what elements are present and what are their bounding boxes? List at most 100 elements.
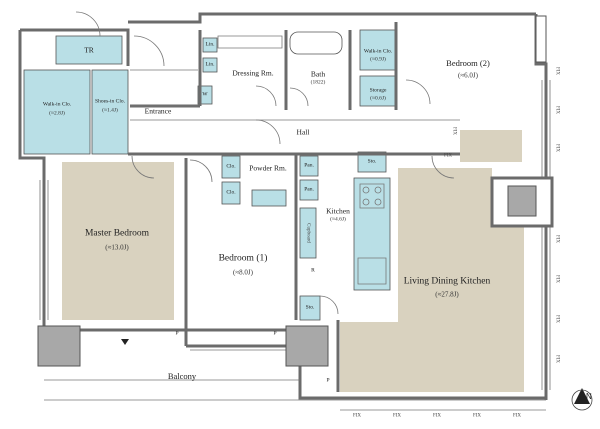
lin-label-1: Lin. [205, 41, 215, 48]
compass-icon [574, 388, 590, 404]
bath-label: Bath [310, 69, 326, 79]
walkin-master-size: (≈2.8J) [49, 110, 65, 117]
fix-label-right-7: FIX [554, 354, 560, 364]
north-label: N [586, 392, 592, 401]
p-label-1: P [175, 330, 179, 337]
tr-label: TR [84, 45, 94, 55]
closet-areas [23, 29, 397, 321]
fix-label-ldk: FIX [443, 153, 453, 159]
fix-label-right-5: FIX [554, 274, 560, 284]
hall-label: Hall [296, 127, 310, 137]
window-right [541, 80, 551, 390]
shoesin-label: Shoes-in Clo. [95, 98, 125, 105]
columns [37, 15, 554, 367]
storage-b2 [359, 75, 397, 107]
bedroom2-size: (≈6.0J) [458, 71, 478, 80]
clo-label-1: Clo. [226, 163, 236, 170]
window-master [39, 180, 49, 320]
storage-label: Storage [369, 87, 387, 94]
shoesin-closet [91, 69, 129, 155]
master-bedroom-label: Master Bedroom [84, 228, 150, 239]
bedroom1-size: (≈8.0J) [233, 268, 253, 277]
walkin-b2 [359, 29, 397, 71]
master-bedroom-size: (≈13.0J) [105, 243, 129, 252]
lin-label-2: Lin. [205, 61, 215, 68]
ldk-carpet [340, 168, 524, 392]
outer-wall-left [18, 30, 46, 330]
dressing-label: Dressing Rm. [232, 68, 274, 78]
entrance-step [130, 69, 198, 107]
hall-wall-upper [130, 22, 398, 110]
bedroom1-walls [184, 158, 296, 348]
clo-1 [221, 155, 241, 179]
lin-2 [202, 57, 218, 73]
pan-2 [299, 179, 319, 201]
outer-wall-top [128, 12, 536, 24]
fix-label-right-6: FIX [554, 314, 560, 324]
door-swing-bath [289, 87, 309, 107]
entrance-label: Entrance [144, 106, 172, 116]
door-swing-tr [75, 11, 101, 37]
bedroom1-label: Bedroom (1) [218, 253, 268, 264]
burner-1 [362, 186, 370, 194]
fix-label-bottom-2: FIX [392, 413, 402, 419]
shoesin-size: (≈1.4J) [102, 107, 118, 114]
column-top-right [535, 15, 547, 63]
fix-label-bottom-3: FIX [432, 413, 442, 419]
cupboard-label: Cupboard [305, 223, 311, 243]
lin-1 [202, 37, 218, 53]
fix-label-right-1: FIX [554, 66, 560, 76]
w-label: W [202, 91, 208, 98]
storage-size: (≈0.6J) [370, 95, 386, 102]
walkin-b2-label: Walk-in Clo. [363, 48, 393, 55]
fix-label-bottom-4: FIX [472, 413, 482, 419]
door-swing-hall [255, 119, 281, 145]
p-label-3: P [326, 377, 330, 384]
compass-ring [571, 389, 593, 411]
burner-3 [362, 198, 370, 206]
kitchen-sink [357, 257, 387, 285]
sto-hall-label: Sto. [367, 158, 377, 165]
pan-1 [299, 155, 319, 177]
powder-sink [251, 189, 287, 207]
fix-label-right-2: FIX [554, 105, 560, 115]
column-bottom-mid [285, 325, 329, 367]
sto-hall [357, 151, 387, 173]
door-swing-bedroom1 [189, 159, 213, 183]
door-swing-bedroom2 [405, 79, 431, 105]
bedroom2-carpet [460, 130, 522, 162]
kitchen-size: (≈4.6J) [330, 216, 346, 223]
burner-4 [374, 198, 382, 206]
p-label-2: P [273, 330, 277, 337]
outer-wall-top-left [20, 28, 130, 66]
burner-2 [374, 186, 382, 194]
column-right-inner [507, 185, 537, 217]
walkin-master [23, 69, 91, 155]
fix-label-bottom-1: FIX [352, 413, 362, 419]
ldk-label: Living Dining Kitchen [403, 276, 491, 287]
clo-2 [221, 181, 241, 205]
kitchen-wall [294, 154, 340, 392]
bedroom2-label: Bedroom (2) [446, 57, 490, 68]
clo-label-2: Clo. [226, 189, 236, 196]
walkin-b2-size: (≈0.9J) [370, 56, 386, 63]
cupboard [299, 207, 317, 259]
powder-label: Powder Rm. [249, 163, 287, 173]
door-swing-ldk [431, 155, 455, 179]
r-label: R [311, 267, 315, 274]
interior-lines [39, 11, 551, 411]
kitchen-label: Kitchen [326, 206, 350, 216]
sto-kitchen [299, 295, 321, 321]
dressing-counter [217, 35, 283, 49]
fix-label-hall: FIX [451, 126, 457, 136]
fix-label-bottom-5: FIX [512, 413, 522, 419]
ldk-size: (≈27.8J) [435, 290, 459, 299]
door-swing-master [131, 155, 155, 179]
sill-marker-icon [121, 339, 129, 345]
sto-kitchen-label: Sto. [305, 304, 315, 311]
balcony-label: Balcony [167, 370, 197, 381]
door-swing-entrance [133, 35, 165, 67]
kitchen-counter [353, 177, 391, 291]
stove-burners [359, 183, 385, 209]
